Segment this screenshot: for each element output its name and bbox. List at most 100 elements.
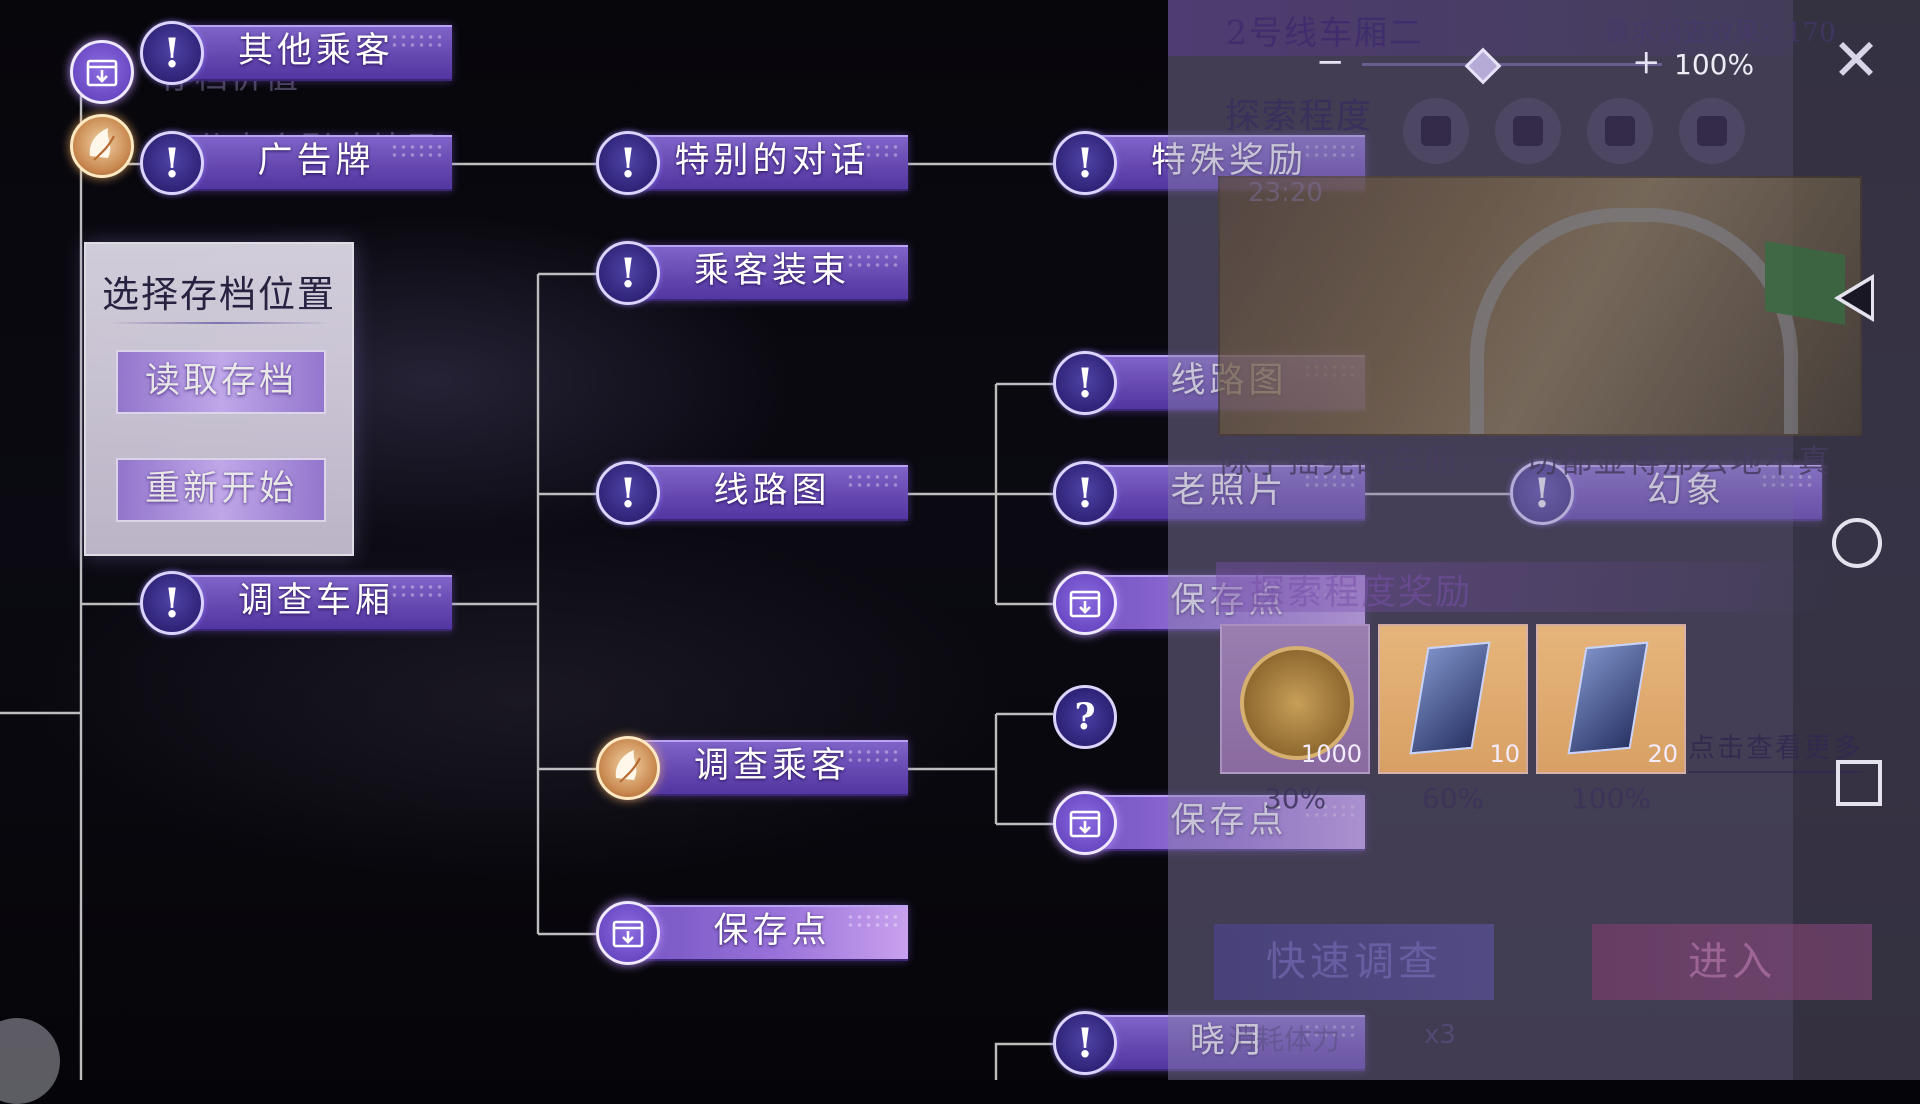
node-unknown[interactable]: ? [1053, 685, 1117, 749]
node-label: 广告牌 [257, 141, 375, 181]
node-bar [168, 575, 452, 631]
system-nav-bar [1806, 240, 1910, 820]
reward-qty: 1000 [1300, 740, 1362, 768]
gem-icon [1567, 641, 1649, 755]
legend-save-badge [70, 40, 134, 104]
reward-threshold: 60% [1421, 782, 1485, 815]
node-label: 线路图 [713, 471, 831, 511]
zoom-in-button[interactable]: + [1632, 42, 1661, 82]
reward-qty: 20 [1647, 740, 1678, 768]
reward-header-bar [1216, 562, 1836, 612]
reward-item-coin[interactable]: 1000 30% [1220, 624, 1370, 815]
node-dots [1303, 583, 1355, 599]
puzzle-piece-icon [1679, 98, 1745, 164]
exclamation-icon: ! [1053, 351, 1117, 415]
view-more-link[interactable]: 点击查看更多 [1688, 726, 1862, 773]
nav-recent-apps-icon[interactable] [1836, 760, 1882, 806]
exclamation-icon: ! [596, 241, 660, 305]
node-save-point-2[interactable]: 保存点 [1053, 791, 1365, 855]
requirement-text: 需求调查效果：170 [1604, 18, 1836, 48]
exclamation-icon: ! [1053, 1011, 1117, 1075]
node-bar [624, 135, 908, 191]
node-label: 调查乘客 [693, 746, 850, 786]
node-bar [168, 135, 452, 191]
save-panel-divider [108, 322, 330, 324]
zoom-value: 100% [1674, 48, 1755, 81]
save-icon [1069, 810, 1101, 838]
node-old-photo[interactable]: ! 老照片 [1053, 461, 1365, 525]
node-investigate-passenger[interactable]: 调查乘客 [596, 736, 908, 800]
node-route-map-1[interactable]: ! 线路图 [596, 461, 908, 525]
zoom-track[interactable] [1362, 63, 1662, 66]
detail-inner [1168, 0, 1793, 1080]
save-panel-title: 选择存档位置 [102, 273, 336, 316]
reward-item-gem[interactable]: 20 100% [1536, 624, 1686, 815]
puzzle-piece-icon [1495, 98, 1561, 164]
nav-home-icon[interactable] [1832, 518, 1882, 568]
load-save-button[interactable]: 读取存档 [116, 350, 326, 414]
leaf-icon [615, 750, 641, 783]
node-other-passengers[interactable]: ! 其他乘客 [140, 21, 452, 85]
exclamation-icon: ! [1510, 461, 1574, 525]
nav-back-icon[interactable] [1834, 274, 1874, 322]
stamina-cost-label: 消耗体力 [1228, 1023, 1341, 1056]
node-dots [846, 143, 898, 159]
exclamation-icon: ! [596, 461, 660, 525]
node-label: 幻象 [1646, 471, 1725, 511]
scene-preview-image [1218, 176, 1862, 436]
gem-icon [1409, 641, 1491, 755]
exclamation-icon: ! [1053, 461, 1117, 525]
node-dots [1303, 473, 1355, 489]
node-dots [846, 473, 898, 489]
node-special-dialog[interactable]: ! 特别的对话 [596, 131, 908, 195]
connector-to-dawn [994, 1042, 1053, 1080]
close-button[interactable]: ✕ [1831, 26, 1881, 94]
exclamation-icon: ! [596, 131, 660, 195]
exploration-label: 探索程度 [1225, 97, 1374, 137]
node-illusion[interactable]: ! 幻象 [1510, 461, 1822, 525]
save-icon [86, 59, 118, 87]
node-dawn[interactable]: ! 晓月 [1053, 1011, 1365, 1075]
stage-description: 除了摇晃的车厢，一切都显得那么地不真 [1220, 442, 1833, 480]
reward-item-gem[interactable]: 10 60% [1378, 624, 1528, 815]
node-passenger-outfit[interactable]: ! 乘客装束 [596, 241, 908, 305]
exclamation-icon: ! [140, 571, 204, 635]
enter-button[interactable]: 进入 [1592, 924, 1872, 1000]
exclamation-icon: ! [140, 21, 204, 85]
node-investigate-car[interactable]: ! 调查车厢 [140, 571, 452, 635]
node-label: 保存点 [1103, 575, 1355, 627]
node-label: 其他乘客 [237, 31, 394, 71]
node-dots [1303, 803, 1355, 819]
restart-button[interactable]: 重新开始 [116, 458, 326, 522]
detail-header [1168, 0, 1793, 56]
puzzle-piece-icon [1403, 98, 1469, 164]
reward-threshold: 100% [1570, 782, 1652, 815]
quick-investigate-button[interactable]: 快速调查 [1214, 924, 1494, 1000]
save-badge [1053, 791, 1117, 855]
node-billboard[interactable]: ! 广告牌 [140, 131, 452, 195]
node-bar [1538, 465, 1822, 521]
zoom-control[interactable]: − + 100% [1302, 42, 1757, 85]
node-bar [1081, 465, 1365, 521]
question-icon: ? [1053, 685, 1117, 749]
reward-threshold: 30% [1263, 782, 1327, 815]
zoom-out-button[interactable]: − [1316, 42, 1345, 82]
node-dots [390, 143, 442, 159]
node-save-point-3[interactable]: 保存点 [596, 901, 908, 965]
coin-icon [1240, 646, 1354, 760]
node-dots [846, 913, 898, 929]
puzzle-piece-icon [1587, 98, 1653, 164]
node-dots [846, 748, 898, 764]
zoom-slider-thumb[interactable] [1464, 47, 1502, 85]
save-badge [1053, 571, 1117, 635]
node-bar [624, 245, 908, 301]
exclamation-icon: ! [1053, 131, 1117, 195]
node-bar [1081, 1015, 1365, 1071]
node-dots [846, 253, 898, 269]
node-dots [1303, 1023, 1355, 1039]
node-dots [390, 33, 442, 49]
stage-title: 2号线车厢二 [1226, 13, 1424, 52]
exclamation-icon: ! [140, 131, 204, 195]
node-save-point-1[interactable]: 保存点 [1053, 571, 1365, 635]
save-icon [612, 920, 644, 948]
